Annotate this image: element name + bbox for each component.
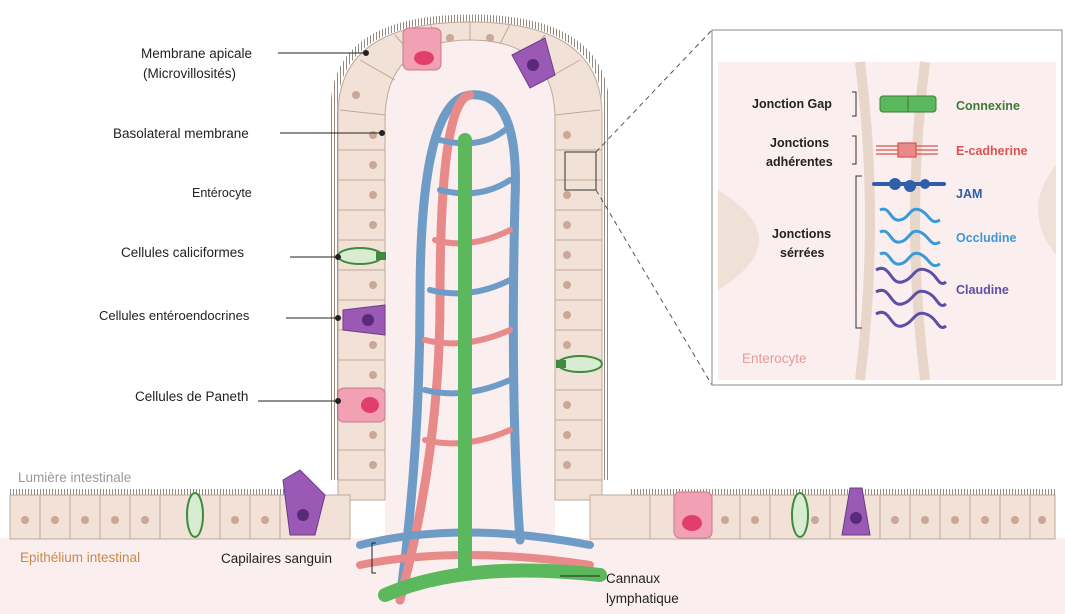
inset-label-connexine: Connexine bbox=[956, 99, 1020, 113]
junction-inset bbox=[712, 30, 1062, 385]
label-paneth: Cellules de Paneth bbox=[135, 389, 248, 404]
inset-label-jonctions-serrees-1: Jonctions bbox=[772, 227, 831, 241]
inset-label-jam: JAM bbox=[956, 187, 982, 201]
inset-label-occludine: Occludine bbox=[956, 231, 1016, 245]
label-lumiere: Lumière intestinale bbox=[18, 470, 131, 485]
brush-border-flat-left bbox=[10, 489, 310, 495]
inset-label-jonctions-adherentes-2: adhérentes bbox=[766, 155, 833, 169]
inset-label-enterocyte: Enterocyte bbox=[742, 351, 807, 366]
label-epithelium: Epithélium intestinal bbox=[20, 550, 140, 565]
label-membrane-apicale: Membrane apicale bbox=[141, 46, 252, 61]
label-enterocyte: Entérocyte bbox=[192, 186, 252, 200]
inset-label-e-cadherine: E-cadherine bbox=[956, 144, 1028, 158]
label-cannaux-2: lymphatique bbox=[606, 591, 679, 606]
label-caliciformes: Cellules caliciformes bbox=[121, 245, 244, 260]
inset-label-jonction-gap: Jonction Gap bbox=[752, 97, 832, 111]
inset-label-jonctions-serrees-2: sérrées bbox=[780, 246, 825, 260]
label-cannaux-1: Cannaux bbox=[606, 571, 660, 586]
label-capilaires: Capilaires sanguin bbox=[221, 551, 332, 566]
label-microvillosites: (Microvillosités) bbox=[143, 66, 236, 81]
inset-label-claudine: Claudine bbox=[956, 283, 1009, 297]
label-basolateral: Basolateral membrane bbox=[113, 126, 249, 141]
label-enteroendocrines: Cellules entéroendocrines bbox=[99, 308, 250, 323]
inset-label-jonctions-adherentes-1: Jonctions bbox=[770, 136, 829, 150]
